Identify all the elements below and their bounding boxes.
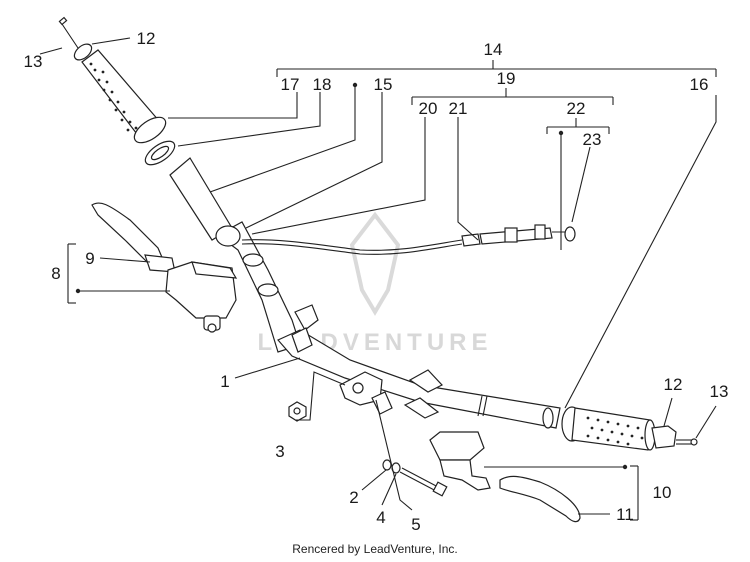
callout-20: 20 <box>419 99 438 118</box>
callout-11: 11 <box>616 505 634 524</box>
callout-12-bottom: 12 <box>664 375 683 394</box>
callout-15: 15 <box>374 75 393 94</box>
callout-9: 9 <box>85 249 94 268</box>
callout-13-top: 13 <box>24 52 43 71</box>
left-grip <box>58 16 176 166</box>
callout-16: 16 <box>690 75 709 94</box>
callout-14: 14 <box>484 40 503 59</box>
handlebar-tube <box>169 157 561 429</box>
callout-23: 23 <box>583 130 602 149</box>
callout-21: 21 <box>449 99 468 118</box>
callout-12-top: 12 <box>137 29 156 48</box>
watermark-logo-icon <box>349 211 401 316</box>
callout-17: 17 <box>281 75 300 94</box>
right-grip <box>561 406 698 451</box>
callout-1: 1 <box>220 372 229 391</box>
render-credit: Rencered by LeadVenture, Inc. <box>292 542 457 556</box>
callout-10: 10 <box>653 483 672 502</box>
callout-18: 18 <box>313 75 332 94</box>
callout-4: 4 <box>376 508 385 527</box>
callout-22: 22 <box>567 99 586 118</box>
callout-3: 3 <box>275 442 284 461</box>
callout-19: 19 <box>497 69 516 88</box>
callout-labels: 13 12 14 17 18 15 19 16 20 21 22 23 9 8 … <box>24 29 729 534</box>
callout-2: 2 <box>349 488 358 507</box>
right-brake-assembly <box>429 431 581 523</box>
callout-8: 8 <box>51 264 60 283</box>
left-brake-assembly <box>91 202 238 333</box>
throttle-cable <box>241 224 576 255</box>
callout-13-bottom: 13 <box>710 382 729 401</box>
hardware <box>288 401 448 497</box>
leader-lines <box>39 37 717 521</box>
callout-5: 5 <box>411 515 420 534</box>
